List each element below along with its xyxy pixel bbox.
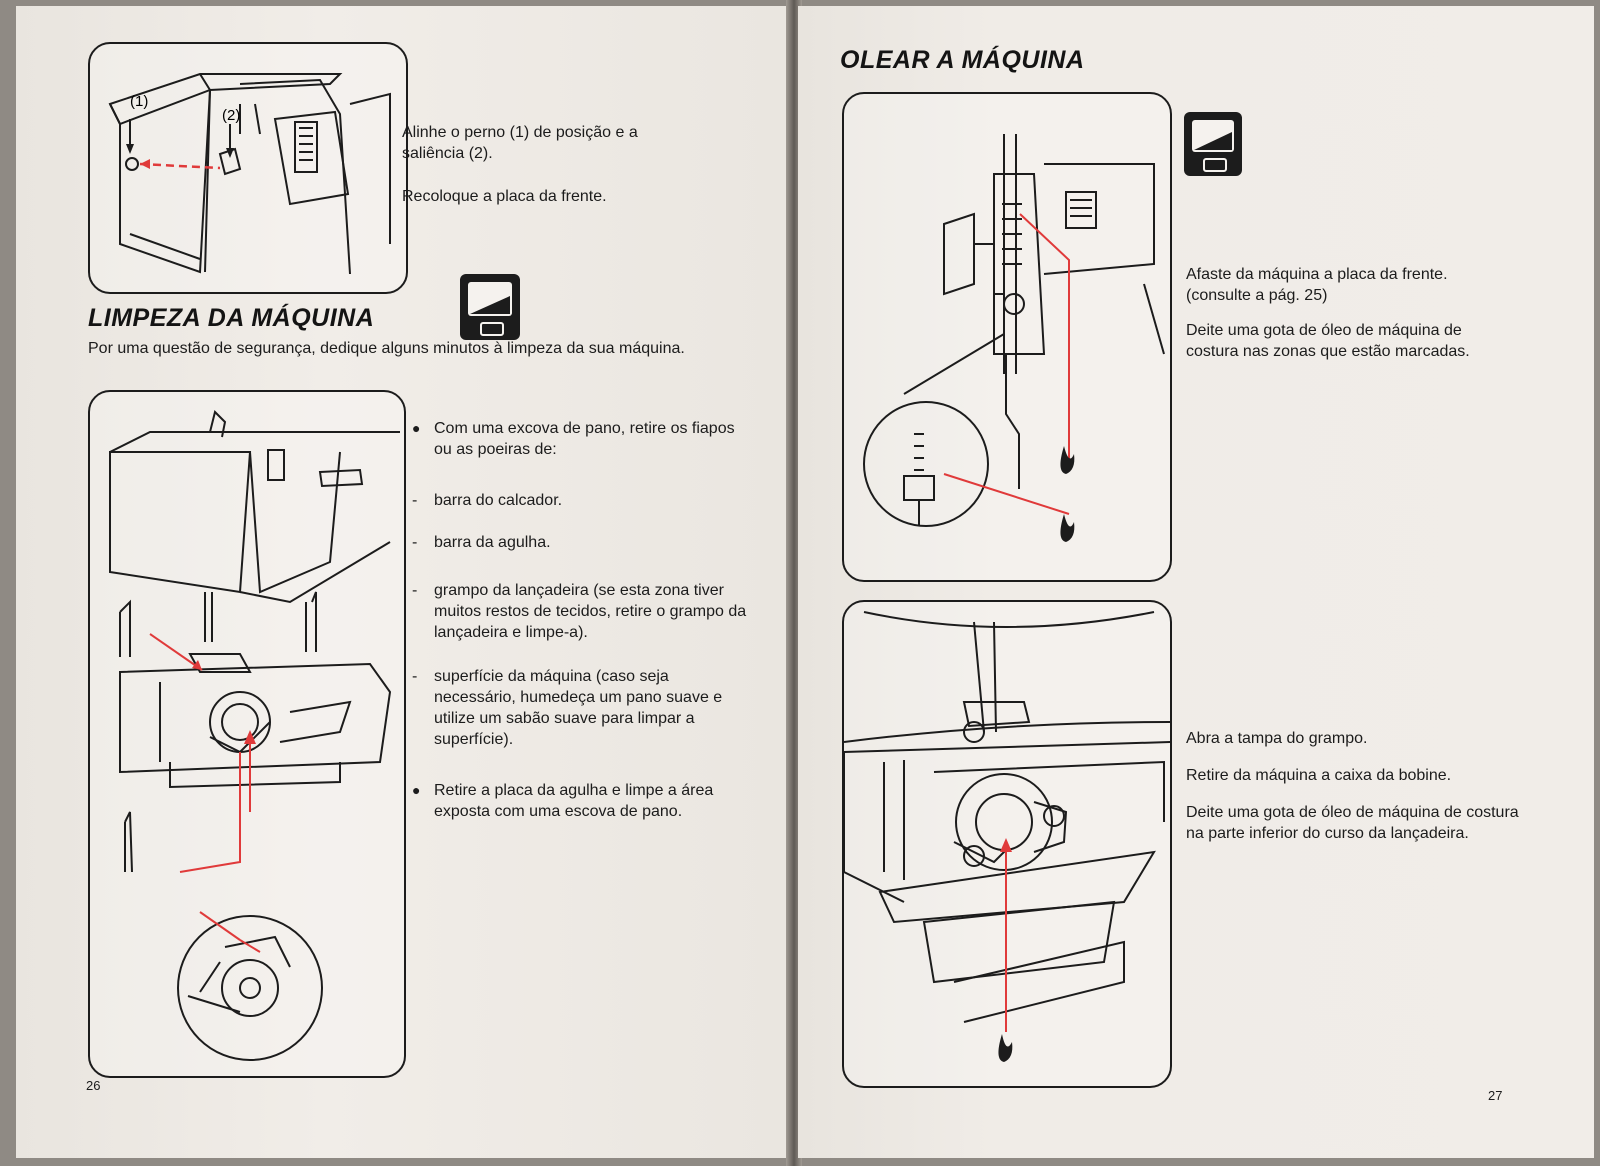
dash-item: - barra do calcador. — [412, 490, 752, 511]
oil-drop-text: Deite uma gota de óleo de máquina de cos… — [1186, 322, 1470, 360]
oiling-title: OLEAR A MÁQUINA — [840, 46, 1085, 74]
cleaning-illustration — [88, 390, 406, 1078]
front-plate-illustration: (1) (2) — [88, 42, 408, 294]
oiling-step-1: Afaste da máquina a placa da frente. (co… — [1186, 264, 1516, 362]
hook-drawing — [844, 611, 1170, 1062]
power-off-icon — [460, 274, 520, 340]
cleaning-intro: Por uma questão de segurança, dedique al… — [88, 340, 685, 357]
label-1: (2) — [222, 107, 240, 124]
dash-item-text: superfície da máquina (caso seja necessá… — [434, 668, 723, 748]
dash-item: - grampo da lançadeira (se esta zona tiv… — [412, 580, 752, 643]
dash-item: - superfície da máquina (caso seja neces… — [412, 666, 752, 750]
cleaning-title: LIMPEZA DA MÁQUINA — [88, 304, 375, 332]
right-page: OLEAR A MÁQUINA — [798, 6, 1594, 1158]
front-plate-drawing: (1) (2) — [108, 73, 391, 275]
dash-item-text: grampo da lançadeira (se esta zona tiver… — [434, 582, 747, 641]
bullet-dot: ● — [412, 782, 421, 798]
power-off-icon — [1184, 112, 1242, 176]
remove-bobbin-case-text: Retire da máquina a caixa da bobine. — [1186, 767, 1452, 784]
dash-item-text: barra do calcador. — [434, 492, 563, 509]
front-plate-instructions: Alinhe o perno (1) de posição e a saliên… — [402, 122, 702, 207]
needle-bar-drawing — [863, 134, 1165, 542]
dash-item: - barra da agulha. — [412, 532, 752, 553]
open-cover-text: Abra a tampa do grampo. — [1186, 730, 1368, 747]
bullet-dot: ● — [412, 420, 421, 436]
page-number: 26 — [86, 1078, 101, 1093]
cleaning-drawing — [109, 410, 400, 1061]
cleaning-bullet-2: ● Retire a placa da agulha e limpe a áre… — [412, 780, 752, 822]
align-pin-text: Alinhe o perno (1) de posição e a saliên… — [402, 124, 638, 162]
oil-hook-text: Deite uma gota de óleo de máquina de cos… — [1186, 804, 1519, 842]
cleaning-bullet-1: ● Com uma excova de pano, retire os fiap… — [412, 418, 752, 460]
remove-plate-text: Afaste da máquina a placa da frente. (co… — [1186, 266, 1448, 304]
page-number: 27 — [1488, 1088, 1503, 1103]
label-2: (1) — [130, 93, 148, 110]
oiling-step-2: Abra a tampa do grampo. Retire da máquin… — [1186, 728, 1522, 844]
dash-item-text: barra da agulha. — [434, 534, 551, 551]
left-page: (1) (2) Alinhe o perno (1) de posição e … — [16, 6, 790, 1158]
oiling-illustration-bottom — [842, 600, 1172, 1088]
bullet-1-text: Com uma excova de pano, retire os fiapos… — [434, 420, 735, 458]
replace-plate-text: Recoloque a placa da frente. — [402, 188, 607, 205]
oiling-illustration-top — [842, 92, 1172, 582]
bullet-2-text: Retire a placa da agulha e limpe a área … — [434, 782, 714, 820]
